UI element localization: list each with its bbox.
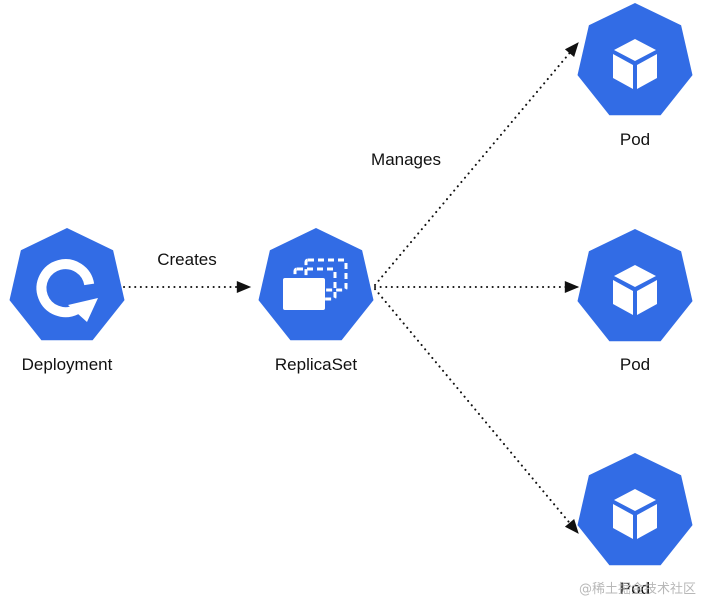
manages-arrow-pod-1 [374, 42, 579, 286]
creates-label: Creates [157, 250, 217, 269]
watermark: @稀土掘金技术社区 [579, 581, 696, 597]
manages-label: Manages [371, 150, 441, 169]
replicaset-icon [283, 258, 348, 310]
pod-node-2: Pod [577, 229, 693, 374]
pod-label-3: Pod [620, 579, 650, 598]
edge-creates: Creates [123, 250, 252, 293]
pod-label-2: Pod [620, 355, 650, 374]
deployment-icon [36, 259, 98, 322]
replicaset-node: ReplicaSet [258, 228, 374, 374]
pod-label-1: Pod [620, 130, 650, 149]
deployment-label: Deployment [22, 355, 113, 374]
deployment-node: Deployment [9, 228, 125, 374]
replicaset-label: ReplicaSet [275, 355, 357, 374]
manages-arrow-pod-3 [374, 288, 579, 534]
edge-manages: Manages [371, 42, 580, 534]
pod-node-1: Pod [577, 3, 693, 149]
pod-node-3: Pod [577, 453, 693, 598]
